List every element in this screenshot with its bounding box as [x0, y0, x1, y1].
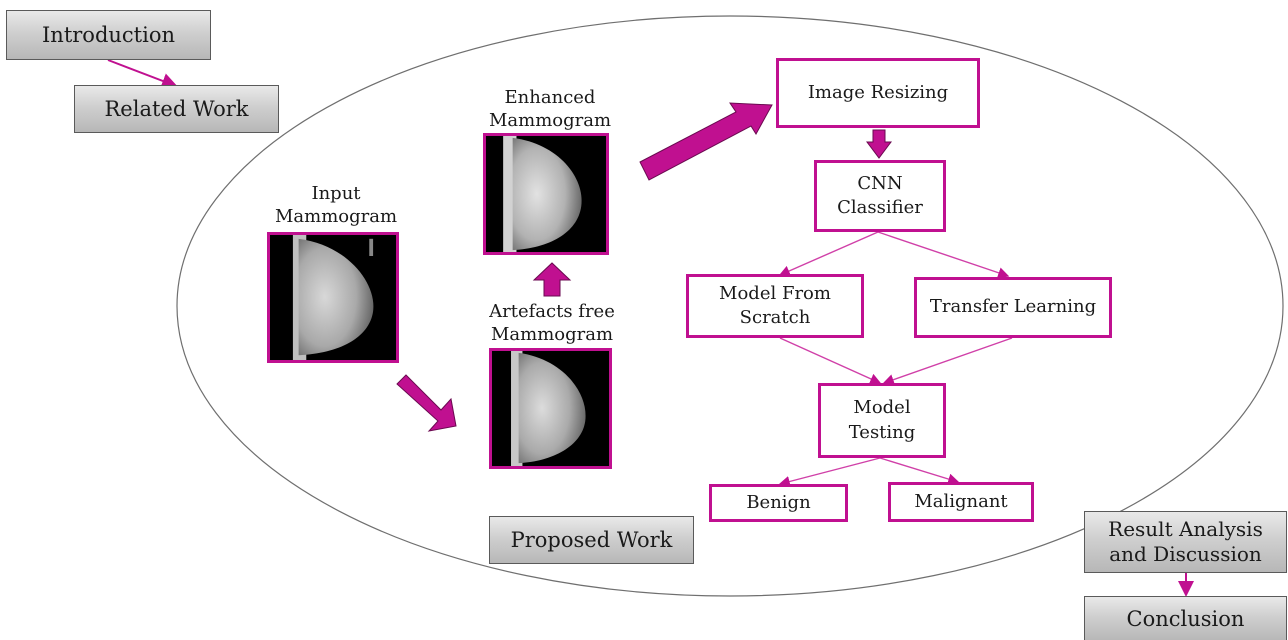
introduction-box: Introduction	[6, 10, 211, 60]
artefacts-free-mammogram-label: Artefacts free Mammogram	[489, 301, 615, 346]
input-mammogram-label: Input Mammogram	[274, 183, 398, 228]
intro-to-related-arrow	[107, 59, 178, 89]
artefacts-to-enhanced-block-arrow	[532, 262, 572, 297]
model-testing-box: Model Testing	[818, 383, 946, 458]
testing-to-malignant-arrow	[879, 457, 960, 485]
enhanced-mammogram-image	[483, 133, 609, 255]
cnn-to-scratch-arrow	[778, 231, 879, 277]
enhanced-to-resizing-block-arrow	[639, 102, 773, 181]
related-work-box: Related Work	[74, 85, 279, 133]
image-resizing-box: Image Resizing	[776, 58, 980, 128]
conclusion-box: Conclusion	[1084, 596, 1287, 640]
resizing-to-cnn-block-arrow	[866, 129, 892, 159]
scratch-to-testing-arrow	[779, 337, 882, 385]
proposed-work-box: Proposed Work	[489, 516, 694, 564]
benign-box: Benign	[709, 484, 848, 522]
input-to-artefacts-block-arrow	[396, 374, 457, 432]
malignant-box: Malignant	[888, 482, 1034, 522]
cnn-classifier-box: CNN Classifier	[814, 160, 946, 232]
artefacts-free-mammogram-image	[489, 348, 612, 469]
proposed-work-ellipse	[176, 15, 1284, 597]
result-analysis-box: Result Analysis and Discussion	[1084, 511, 1287, 573]
transfer-learning-box: Transfer Learning	[914, 277, 1112, 338]
enhanced-mammogram-label: Enhanced Mammogram	[488, 87, 612, 132]
cnn-to-transfer-arrow	[877, 231, 1010, 279]
input-mammogram-image	[267, 232, 399, 363]
testing-to-benign-arrow	[778, 457, 881, 487]
model-from-scratch-box: Model From Scratch	[686, 274, 864, 338]
transfer-to-testing-arrow	[882, 337, 1013, 386]
